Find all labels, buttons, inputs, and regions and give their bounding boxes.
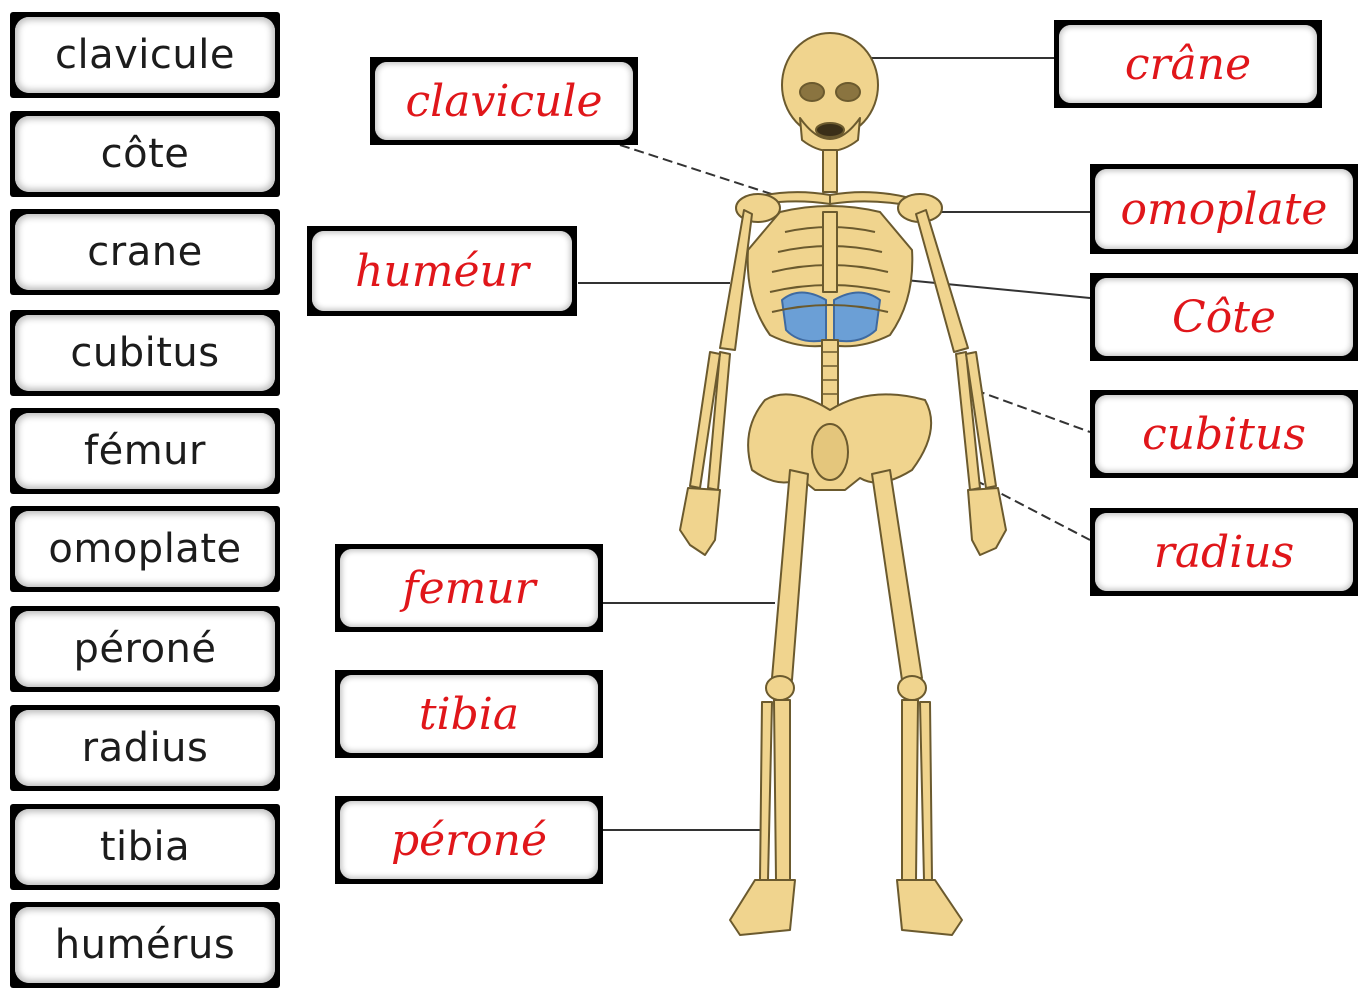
leader-line-cubitus xyxy=(975,390,1090,432)
answer-box-omoplate[interactable]: omoplate xyxy=(1090,164,1358,254)
foot-left xyxy=(730,880,795,935)
patella-left xyxy=(766,676,794,700)
humerus-left xyxy=(720,210,752,350)
word-card-clavicule[interactable]: clavicule xyxy=(10,12,280,98)
fibula-left xyxy=(760,702,772,880)
tibia-right xyxy=(902,700,918,880)
answer-box-cubitus[interactable]: cubitus xyxy=(1090,390,1358,478)
mouth xyxy=(816,123,844,137)
femur-left xyxy=(772,470,808,680)
answer-box-femur[interactable]: femur xyxy=(335,544,603,632)
answer-text-radius: radius xyxy=(1095,513,1353,591)
leader-line-cote xyxy=(905,280,1090,298)
word-card-femur[interactable]: fémur xyxy=(10,408,280,494)
word-card-text: clavicule xyxy=(15,17,275,93)
answer-text-clavicule: clavicule xyxy=(375,62,633,140)
answer-text-cote: Côte xyxy=(1095,278,1353,356)
skull xyxy=(782,33,878,137)
answer-text-femur: femur xyxy=(340,549,598,627)
answer-box-humerus[interactable]: huméur xyxy=(307,226,577,316)
cervical-vertebrae xyxy=(823,150,837,192)
answer-box-clavicule[interactable]: clavicule xyxy=(370,57,638,145)
eye-socket-right xyxy=(836,83,860,101)
femur-right xyxy=(872,470,922,680)
answer-text-omoplate: omoplate xyxy=(1095,169,1353,249)
answer-text-humerus: huméur xyxy=(312,231,572,311)
eye-socket-left xyxy=(800,83,824,101)
sternum xyxy=(823,212,837,292)
word-card-tibia[interactable]: tibia xyxy=(10,804,280,890)
word-card-text: tibia xyxy=(15,809,275,885)
answer-box-cote[interactable]: Côte xyxy=(1090,273,1358,361)
answer-text-cubitus: cubitus xyxy=(1095,395,1353,473)
word-card-text: péroné xyxy=(15,611,275,687)
answer-box-perone[interactable]: péroné xyxy=(335,796,603,884)
word-card-omoplate[interactable]: omoplate xyxy=(10,506,280,592)
patella-right xyxy=(898,676,926,700)
answer-text-tibia: tibia xyxy=(340,675,598,753)
answer-box-crane[interactable]: crâne xyxy=(1054,20,1322,108)
word-card-cote[interactable]: côte xyxy=(10,111,280,197)
hand-right xyxy=(968,488,1006,555)
answer-box-radius[interactable]: radius xyxy=(1090,508,1358,596)
answer-box-tibia[interactable]: tibia xyxy=(335,670,603,758)
foot-right xyxy=(897,880,962,935)
answer-text-crane: crâne xyxy=(1059,25,1317,103)
word-card-humerus[interactable]: humérus xyxy=(10,902,280,988)
word-card-text: radius xyxy=(15,710,275,786)
word-card-text: omoplate xyxy=(15,511,275,587)
answer-text-perone: péroné xyxy=(340,801,598,879)
word-card-perone[interactable]: péroné xyxy=(10,606,280,692)
hand-left xyxy=(680,488,720,555)
word-card-cubitus[interactable]: cubitus xyxy=(10,310,280,396)
leader-line-clavicule xyxy=(620,145,790,200)
tibia-left xyxy=(774,700,790,880)
word-card-text: fémur xyxy=(15,413,275,489)
word-card-text: crane xyxy=(15,214,275,290)
word-card-text: humérus xyxy=(15,907,275,983)
sacrum xyxy=(812,424,848,480)
fibula-right xyxy=(920,702,932,880)
word-card-radius[interactable]: radius xyxy=(10,705,280,791)
word-card-text: côte xyxy=(15,116,275,192)
lumbar-spine xyxy=(822,340,838,410)
word-card-crane[interactable]: crane xyxy=(10,209,280,295)
skeleton xyxy=(680,33,1006,935)
word-card-text: cubitus xyxy=(15,315,275,391)
